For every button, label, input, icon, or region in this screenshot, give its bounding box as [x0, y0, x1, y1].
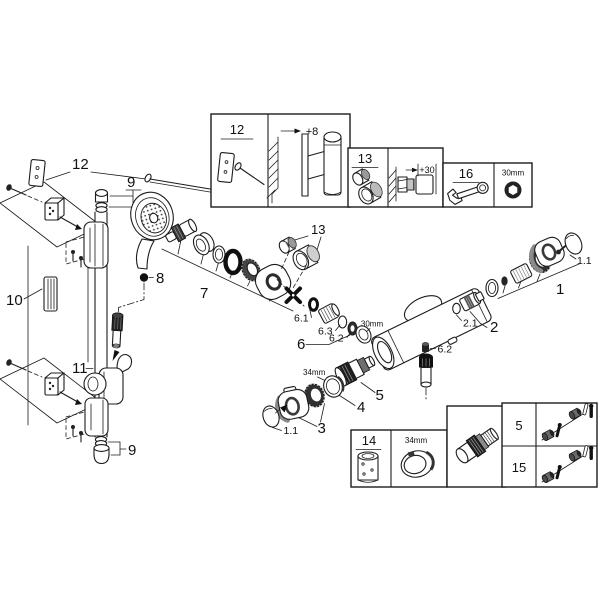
lower-bracket-screws	[71, 425, 83, 443]
callout-5-inset-label: 5	[515, 418, 522, 433]
callout-6-3-label: 6.3	[318, 326, 333, 338]
dim-34mm-center-label: 34mm	[303, 368, 326, 377]
thermostat-body	[371, 288, 492, 371]
callout-4-label: 4	[357, 399, 365, 416]
handle-cap-1-1-left	[262, 405, 280, 428]
insert-arrow	[112, 350, 120, 361]
union-nipple	[278, 236, 297, 254]
o-ring-6-3	[337, 315, 348, 329]
ratchet-ring-3	[304, 383, 325, 408]
check-valve-nut-30mm	[355, 325, 372, 344]
callout-14-label: 14	[362, 433, 376, 448]
wrench-icon	[447, 181, 489, 205]
check-valve-insert	[165, 218, 198, 243]
callout-10-label: 10	[6, 292, 23, 309]
dim-30mm-wrench-label: 30mm	[502, 169, 525, 178]
inset-box-screws: 5 15	[501, 402, 598, 488]
callout-6-2-body-label: 6.2	[438, 344, 453, 356]
callout-1-1-left-label: 1.1	[284, 425, 299, 437]
callout-8-label: 8	[156, 270, 164, 287]
callout-3-label: 3	[318, 420, 326, 437]
callout-13-inset-label: 13	[358, 151, 372, 166]
rail-bottom-cap	[93, 436, 110, 465]
inlet-parts-group-6: 30mm 6.1 6.3 6.2 6	[294, 297, 384, 353]
hand-shower	[130, 191, 174, 241]
hose-end-handle	[111, 312, 124, 349]
outlet-parts-group-6-2: 6.2	[419, 342, 453, 400]
inset-box-16: 16 30mm	[442, 162, 533, 208]
handle-group-3: 3 1.1	[262, 383, 326, 437]
handle-cap-1-1	[564, 232, 583, 255]
adapter-2	[459, 291, 485, 312]
inset-box-12: 12 +8	[210, 113, 351, 208]
wall-plate	[28, 158, 46, 188]
upper-rail-bracket	[83, 221, 109, 269]
upper-fixing-screw	[6, 184, 27, 196]
inset-box-13: 13 +30	[347, 147, 444, 208]
dim-30mm-center-label: 30mm	[361, 320, 384, 329]
inset-box-14: 14 34mm	[350, 429, 448, 488]
union-cross-marker	[276, 279, 306, 308]
ring-group-4: 34mm 4	[303, 368, 365, 416]
callout-1-1-right-label: 1.1	[577, 255, 592, 267]
dim-34mm-inset-label: 34mm	[405, 436, 428, 445]
callout-5-label: 5	[376, 387, 384, 404]
upper-bracket-screws	[71, 250, 83, 268]
cartridge-group-5: 5	[334, 355, 384, 404]
lower-rail-bracket	[84, 397, 109, 437]
glide-rail-insert	[43, 276, 58, 312]
shower-rail-assembly: 12	[0, 156, 247, 465]
o-ring-large	[223, 248, 243, 276]
lower-fixing-screw	[6, 359, 27, 371]
handle-1	[529, 236, 565, 274]
handle-group-1: 1.1 1	[485, 232, 592, 299]
hand-shower-handle	[135, 238, 155, 270]
callout-6-label: 6	[297, 336, 305, 353]
knurled-sleeve-1	[510, 263, 533, 284]
rail-top-cap	[94, 189, 109, 213]
threaded-ring	[241, 258, 261, 282]
callout-8-dot	[139, 273, 149, 282]
dim-plus30-label: +30	[419, 165, 434, 175]
o-ring-6-1	[308, 297, 319, 312]
callout-1-label: 1	[556, 281, 564, 298]
callout-16-label: 16	[459, 166, 473, 181]
cartridge-sleeve-icon	[357, 451, 379, 483]
callout-9-bottom-label: 9	[128, 442, 136, 459]
threaded-insert-6	[318, 303, 340, 324]
callout-11-label: 11	[72, 360, 88, 377]
callout-9-top-label: 9	[127, 174, 135, 191]
callout-13-center-label: 13	[311, 222, 325, 237]
lower-wall-anchor	[44, 372, 65, 396]
callout-2-label: 2	[490, 319, 498, 336]
callout-2-1-label: 2.1	[463, 318, 478, 330]
coupling-nut	[192, 232, 215, 256]
upper-wall-anchor	[44, 197, 65, 221]
shower-head-parts-group-7: 7	[161, 218, 294, 312]
callout-12-label: 12	[72, 156, 89, 173]
callout-6-1-label: 6.1	[294, 313, 309, 325]
cartridge-group-2: 2.1 2	[452, 291, 498, 336]
callout-7-label: 7	[200, 285, 208, 302]
dim-plus8-label: +8	[306, 126, 319, 138]
ring-nut-34mm-icon	[400, 450, 435, 478]
connector-icon	[455, 427, 499, 464]
eccentric-unions-group-13: 13	[278, 222, 325, 289]
inset-box-connector	[446, 405, 506, 488]
cap-arrow	[280, 404, 288, 413]
escutcheon-cap	[254, 263, 292, 301]
callout-15-label: 15	[512, 460, 526, 475]
callout-6-2-label: 6.2	[329, 333, 344, 345]
o-ring-2-1	[452, 302, 461, 315]
callout-12-inset-label: 12	[230, 122, 244, 137]
hand-shower-holder	[83, 353, 133, 405]
union-cup	[292, 244, 320, 271]
